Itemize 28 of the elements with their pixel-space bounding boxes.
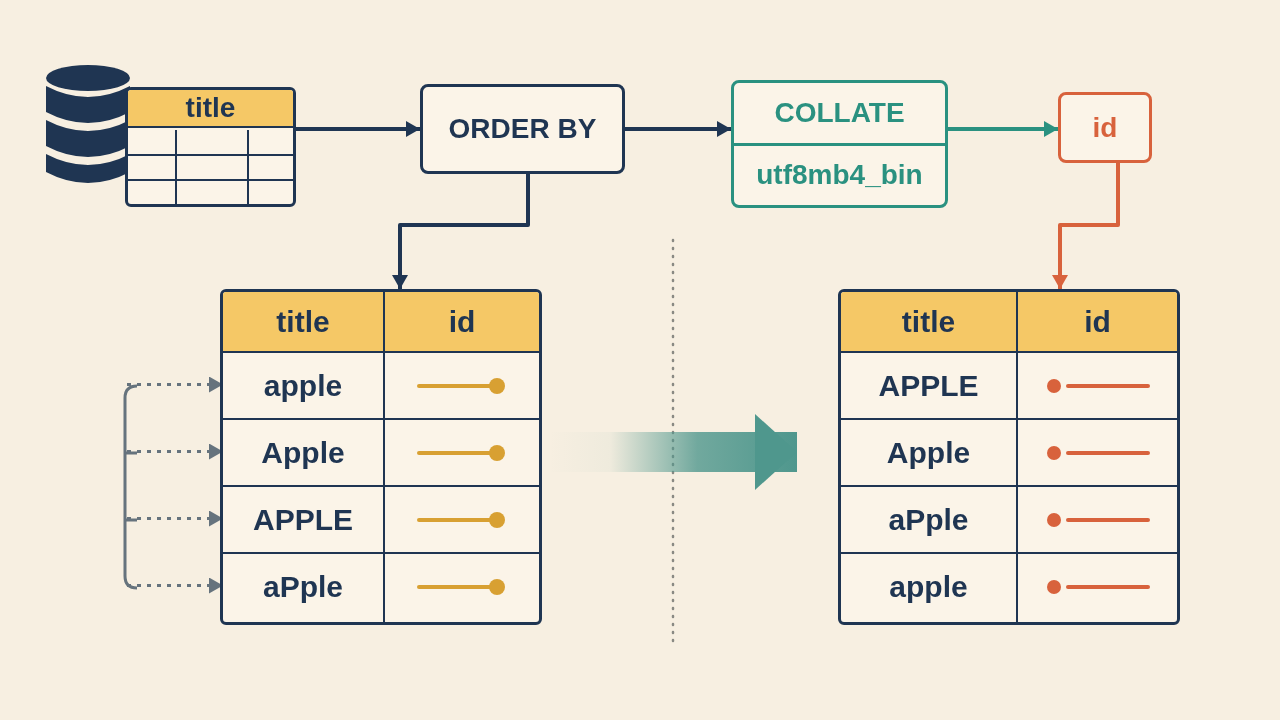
row-value: APPLE	[878, 368, 979, 404]
data-table	[838, 289, 1180, 625]
collation-box	[731, 80, 948, 208]
row-value: Apple	[261, 435, 345, 471]
arrow	[296, 121, 420, 137]
row-value: apple	[263, 368, 343, 404]
column-header: title	[276, 304, 330, 340]
process-box	[420, 84, 625, 174]
row-value: Apple	[886, 435, 971, 471]
column-header: title	[185, 91, 236, 125]
arrow	[625, 121, 731, 137]
column-header: title	[901, 304, 956, 340]
box-label: ORDER BY	[448, 112, 597, 146]
box-label: id	[1092, 110, 1118, 145]
column-header: id	[1084, 304, 1111, 340]
box-label: utf8mb4_bin	[756, 158, 923, 193]
row-value: aPple	[888, 502, 969, 538]
data-table	[220, 289, 542, 625]
arrow	[1052, 163, 1120, 289]
column-header: id	[448, 304, 476, 340]
row-value: APPLE	[253, 502, 353, 538]
arrow	[948, 121, 1058, 137]
arrow	[392, 174, 530, 289]
row-value: apple	[889, 569, 968, 605]
table-card	[125, 87, 296, 207]
box-label: COLLATE	[774, 95, 905, 130]
process-box	[1058, 92, 1152, 163]
row-value: aPple	[262, 569, 343, 605]
